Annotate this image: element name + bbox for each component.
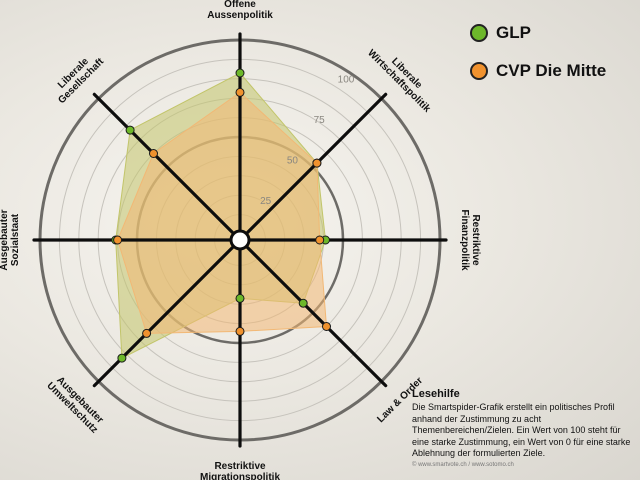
- legend-label-cvp: CVP Die Mitte: [496, 61, 607, 80]
- axis-label: Restriktive: [214, 461, 266, 472]
- tick-label: 75: [314, 115, 326, 126]
- data-point-0: [235, 68, 245, 78]
- axis-line: [92, 238, 242, 388]
- data-point-1: [149, 149, 158, 158]
- data-point-0: [298, 298, 308, 308]
- legend: GLP CVP Die Mitte: [470, 18, 606, 94]
- legend-item-cvp: CVP Die Mitte: [470, 56, 606, 86]
- legend-marker-glp: [470, 24, 488, 42]
- axis-label: Migrationspolitik: [200, 472, 280, 480]
- data-point-1: [312, 158, 322, 168]
- source-credit: © www.smartvote.ch / www.sotomo.ch: [412, 461, 514, 468]
- data-point-1: [322, 322, 331, 331]
- tick-label: 100: [338, 75, 355, 86]
- axis-line: [238, 92, 388, 242]
- center-hub: [229, 229, 251, 251]
- axis-label: Ausgebauter: [0, 209, 10, 270]
- reading-help-text: Die Smartspider-Grafik erstellt ein poli…: [412, 402, 631, 458]
- series-areas: [115, 72, 328, 359]
- data-point-1: [315, 235, 325, 245]
- data-point-1: [235, 326, 245, 336]
- legend-marker-cvp: [470, 62, 488, 80]
- data-point-0: [235, 293, 245, 303]
- tick-labels: 25 50 75 100: [260, 75, 355, 207]
- axis-label: Aussenpolitik: [207, 10, 273, 21]
- tick-label: 25: [260, 196, 272, 207]
- axis-label: Offene: [224, 0, 256, 10]
- axis-lines: [32, 32, 448, 448]
- data-point-1: [113, 235, 123, 245]
- data-point-1: [235, 87, 245, 97]
- data-point-0: [125, 125, 135, 135]
- legend-label-glp: GLP: [496, 23, 531, 42]
- data-points: [111, 68, 331, 363]
- reading-help: Lesehilfe Die Smartspider-Grafik erstell…: [412, 388, 638, 468]
- axis-label: Finanzpolitik: [459, 209, 470, 271]
- legend-item-glp: GLP: [470, 18, 606, 48]
- data-point-1: [142, 328, 152, 338]
- axis-line: [92, 92, 242, 242]
- axis-label: Restriktive: [470, 214, 481, 266]
- data-point-0: [117, 353, 127, 363]
- tick-label: 50: [287, 155, 299, 166]
- axis-label: Sozialstaat: [10, 213, 21, 266]
- axis-line: [238, 238, 388, 388]
- reading-help-title: Lesehilfe: [412, 388, 460, 400]
